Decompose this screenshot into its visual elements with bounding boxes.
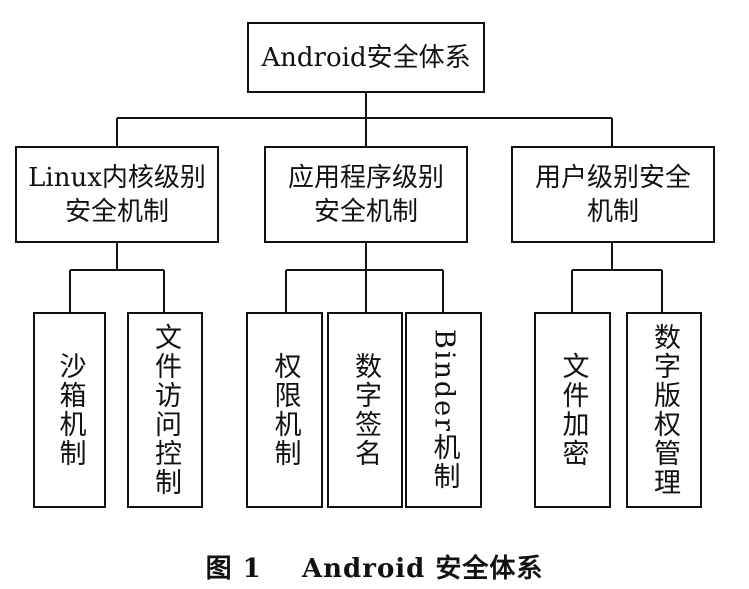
leaf-digital-signature: 数字签名 [327, 312, 403, 508]
figure-title: Android 安全体系 [301, 554, 544, 584]
connector-user [571, 243, 663, 312]
node-application: 应用程序级别 安全机制 [264, 146, 468, 243]
root-label: Android安全体系 [261, 42, 471, 73]
leaf-file-access-control: 文件访问控制 [127, 312, 203, 508]
leaf-digital-signature-label: 数字签名 [350, 352, 381, 468]
node-application-line1: 应用程序级别 [287, 162, 444, 193]
node-user: 用户级别安全 机制 [511, 146, 715, 243]
node-linux-line2: 安全机制 [64, 196, 169, 227]
connector-linux [69, 243, 165, 312]
node-user-line1: 用户级别安全 [534, 162, 691, 193]
leaf-file-encryption-label: 文件加密 [557, 352, 589, 468]
leaf-drm-label: 数字版权管理 [649, 323, 680, 497]
leaf-drm: 数字版权管理 [626, 312, 702, 508]
leaf-binder: Binder机制 [405, 312, 482, 508]
figure-caption: 图 1 Android 安全体系 [0, 548, 749, 585]
leaf-file-encryption: 文件加密 [534, 312, 611, 508]
connector-root [116, 93, 613, 146]
leaf-sandbox: 沙箱机制 [33, 312, 106, 508]
leaf-permission-label: 权限机制 [269, 352, 301, 468]
connector-app [285, 243, 444, 312]
node-linux-line1: Linux内核级别 [28, 162, 206, 193]
leaf-sandbox-label: 沙箱机制 [54, 352, 86, 468]
leaf-permission: 权限机制 [246, 312, 323, 508]
root-node: Android安全体系 [247, 22, 485, 93]
leaf-file-access-control-label: 文件访问控制 [150, 323, 181, 497]
node-application-line2: 安全机制 [313, 196, 418, 227]
leaf-binder-label: Binder机制 [428, 328, 460, 492]
figure-number: 图 1 [205, 554, 262, 584]
node-linux-kernel: Linux内核级别 安全机制 [15, 146, 219, 243]
node-user-line2: 机制 [586, 196, 639, 227]
